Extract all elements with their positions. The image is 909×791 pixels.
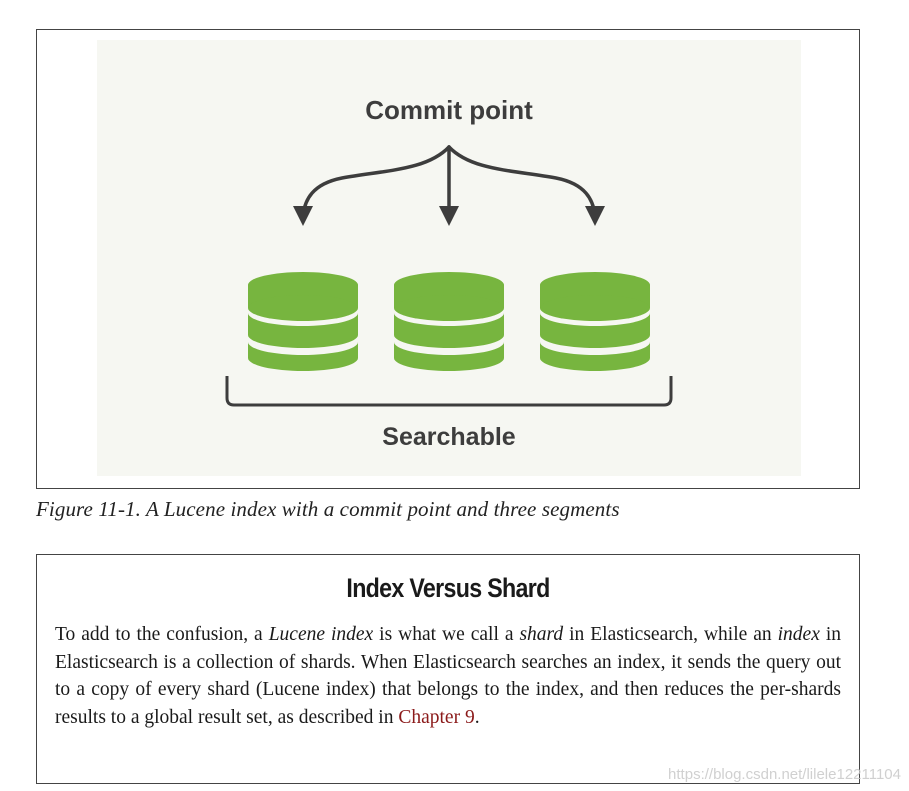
sidebar-text: To add to the confusion, a: [55, 624, 269, 645]
sidebar-paragraph: To add to the confusion, a Lucene index …: [55, 621, 841, 731]
sidebar-text: .: [474, 706, 480, 728]
sidebar-title: Index Versus Shard: [346, 573, 550, 603]
figure-caption: Figure 11-1. A Lucene index with a commi…: [36, 497, 620, 521]
term-lucene-index: Lucene index: [268, 624, 374, 645]
searchable-label: Searchable: [382, 423, 516, 451]
watermark: https://blog.csdn.net/lilele12211104: [668, 766, 901, 783]
arrow-right-head: [585, 206, 605, 226]
sidebar-text: in Elasticsearch is a collection of shar…: [55, 624, 842, 728]
sidebar-text: in Elasticsearch, while an: [563, 624, 778, 645]
arrows: [301, 145, 597, 217]
segment-2: [394, 272, 504, 371]
figure-frame: Commit point: [36, 29, 860, 489]
segment-1: [248, 272, 358, 371]
sidebar-box: Index Versus Shard To add to the confusi…: [36, 554, 860, 784]
arrow-center-head: [439, 206, 459, 226]
term-shard: shard: [519, 624, 564, 645]
chapter-9-link[interactable]: Chapter 9: [398, 706, 475, 728]
diagram-panel: Commit point: [97, 40, 801, 476]
term-index: index: [777, 624, 820, 645]
arrow-heads: [293, 206, 605, 226]
arrow-left: [301, 145, 451, 217]
commit-point-diagram: Commit point: [225, 95, 673, 451]
searchable-bracket: [225, 376, 673, 407]
commit-point-label: Commit point: [365, 95, 533, 125]
sidebar-text: is what we call a: [373, 624, 520, 645]
arrow-left-head: [293, 206, 313, 226]
segment-3: [540, 272, 650, 371]
arrow-right: [447, 145, 597, 217]
